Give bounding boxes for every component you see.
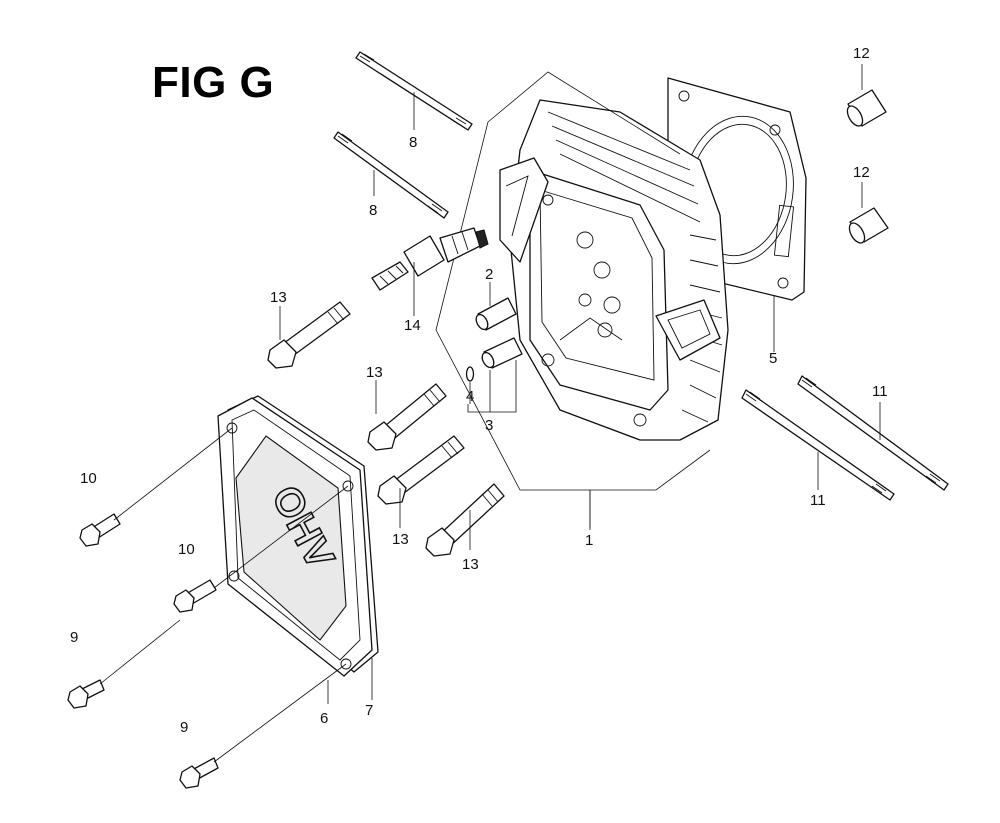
callout-3: 3 (485, 417, 493, 434)
callout-9-upper: 9 (70, 629, 78, 646)
callout-14: 14 (404, 317, 421, 334)
cover-bolt-upper (79, 513, 121, 547)
callout-12-upper: 12 (853, 45, 870, 62)
exhaust-stud-upper (797, 375, 949, 491)
callout-5: 5 (769, 350, 777, 367)
cylinder-head (499, 99, 729, 441)
o-ring (465, 366, 475, 382)
figure-title: FIG G (152, 58, 275, 107)
collar-lower (848, 207, 889, 244)
callout-9-lower: 9 (180, 719, 188, 736)
callout-11-upper: 11 (872, 383, 888, 400)
callout-2: 2 (485, 266, 493, 283)
cover-screw-upper (67, 679, 105, 709)
callout-11-lower: 11 (810, 492, 826, 509)
dowel-pin-lower (481, 337, 523, 369)
flange-bolt-d (425, 483, 505, 557)
leader-9a (99, 619, 181, 685)
exhaust-stud-lower (741, 389, 895, 501)
spark-plug (371, 227, 489, 291)
callout-1: 1 (585, 532, 593, 549)
dowel-pin-upper (475, 297, 517, 331)
callout-12-lower: 12 (853, 164, 870, 181)
head-stud-upper (355, 51, 473, 131)
callout-8-upper: 8 (409, 134, 417, 151)
callout-4: 4 (466, 388, 474, 405)
callout-7: 7 (365, 702, 373, 719)
flange-bolt-b (367, 383, 447, 451)
callout-13-d: 13 (462, 556, 479, 573)
assembly-bracket-1 (435, 71, 711, 491)
leader-9b (213, 663, 347, 763)
collar-upper (846, 89, 887, 127)
callout-8-lower: 8 (369, 202, 377, 219)
callout-10-lower: 10 (178, 541, 195, 558)
cover-bolt-lower (173, 579, 217, 613)
head-stud-lower (333, 131, 449, 219)
leader-10b (213, 485, 349, 589)
flange-bolt-a (267, 301, 351, 369)
leader-10a (113, 427, 233, 521)
callout-6: 6 (320, 710, 328, 727)
rocker-cover: OHV (217, 397, 373, 677)
flange-bolt-c (377, 435, 465, 505)
callout-13-a: 13 (270, 289, 287, 306)
callout-10-upper: 10 (80, 470, 97, 487)
callout-13-b: 13 (366, 364, 383, 381)
cover-screw-lower (179, 757, 219, 789)
callout-13-c: 13 (392, 531, 409, 548)
leader-3 (467, 360, 517, 413)
